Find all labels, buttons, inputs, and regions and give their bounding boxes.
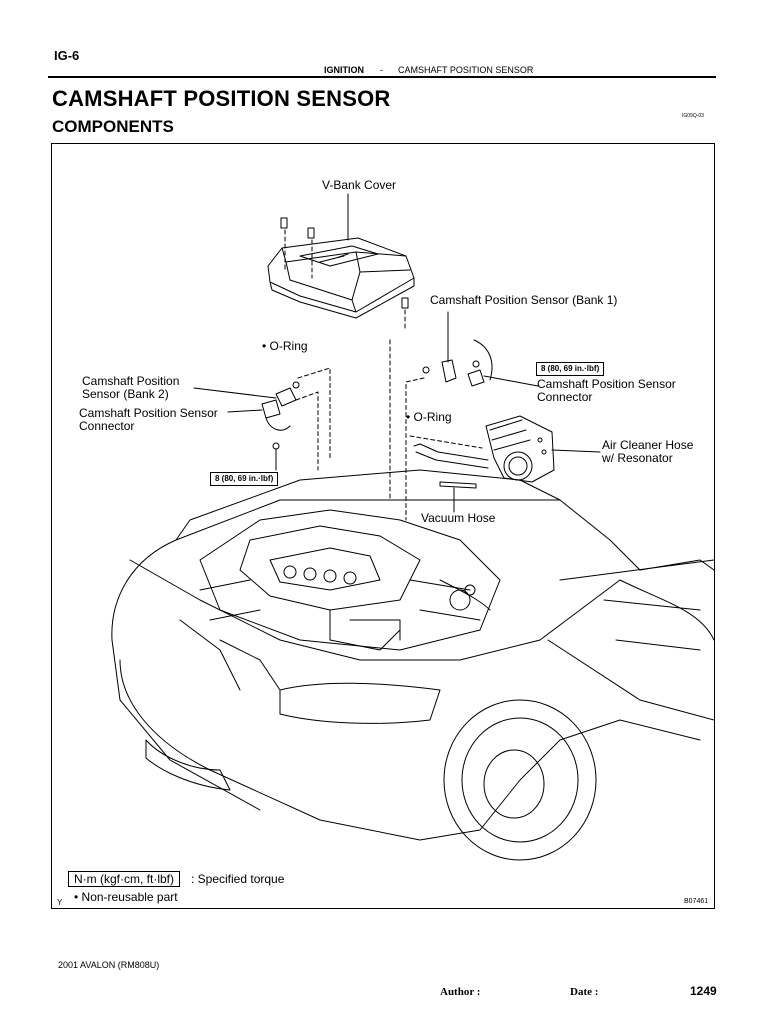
page-id: IG-6 <box>54 48 80 63</box>
legend-corner-mark: Y <box>57 898 63 907</box>
page-subtitle: COMPONENTS <box>52 117 174 136</box>
air-cleaner-hose-label-line2: w/ Resonator <box>602 451 673 465</box>
footer-date: Date : <box>570 986 599 998</box>
header-section: IGNITION <box>324 65 364 75</box>
legend-torque-unit: N·m (kgf·cm, ft·lbf) <box>68 871 180 887</box>
header-rule <box>48 76 716 78</box>
footer-page-number: 1249 <box>690 984 717 998</box>
bank1-sensor-drawing <box>389 311 539 521</box>
vacuum-hose-drawing <box>439 481 477 513</box>
cmp-connector-left-label-line1: Camshaft Position Sensor <box>79 406 218 420</box>
cmp-sensor-bank2-label-line1: Camshaft Position <box>82 374 180 388</box>
cmp-connector-right-label-line1: Camshaft Position Sensor <box>537 377 676 391</box>
o-ring-top-label: • O-Ring <box>262 339 308 353</box>
cmp-connector-left-label-line2: Connector <box>79 419 135 433</box>
vehicle-drawing <box>111 469 714 861</box>
page-title: CAMSHAFT POSITION SENSOR <box>52 86 391 111</box>
doc-code: IG09Q-03 <box>682 113 704 119</box>
figure-frame <box>51 143 715 909</box>
torque-label-right: 8 (80, 69 in.·lbf) <box>536 362 605 376</box>
air-cleaner-hose-drawing <box>409 415 601 483</box>
v-bank-cover-label: V-Bank Cover <box>322 178 397 192</box>
torque-label-left: 8 (80, 69 in.·lbf) <box>210 472 279 486</box>
cmp-connector-right-label-line2: Connector <box>537 390 593 404</box>
header-subsection: CAMSHAFT POSITION SENSOR <box>398 65 534 75</box>
legend-torque-desc: : Specified torque <box>191 872 285 886</box>
cmp-sensor-bank2-label-line2: Sensor (Bank 2) <box>82 387 169 401</box>
figure-code: B07461 <box>684 898 709 905</box>
footer-model: 2001 AVALON (RM808U) <box>58 960 160 970</box>
vacuum-hose-label: Vacuum Hose <box>421 511 496 525</box>
cmp-sensor-bank1-label: Camshaft Position Sensor (Bank 1) <box>430 293 618 307</box>
legend-nonreusable: • Non-reusable part <box>74 890 178 904</box>
footer-author: Author : <box>440 986 481 998</box>
v-bank-cover-drawing <box>267 193 415 331</box>
o-ring-right-label: • O-Ring <box>406 410 452 424</box>
air-cleaner-hose-label-line1: Air Cleaner Hose <box>602 438 694 452</box>
header-separator: - <box>380 65 383 75</box>
bank2-sensor-drawing <box>193 367 331 471</box>
